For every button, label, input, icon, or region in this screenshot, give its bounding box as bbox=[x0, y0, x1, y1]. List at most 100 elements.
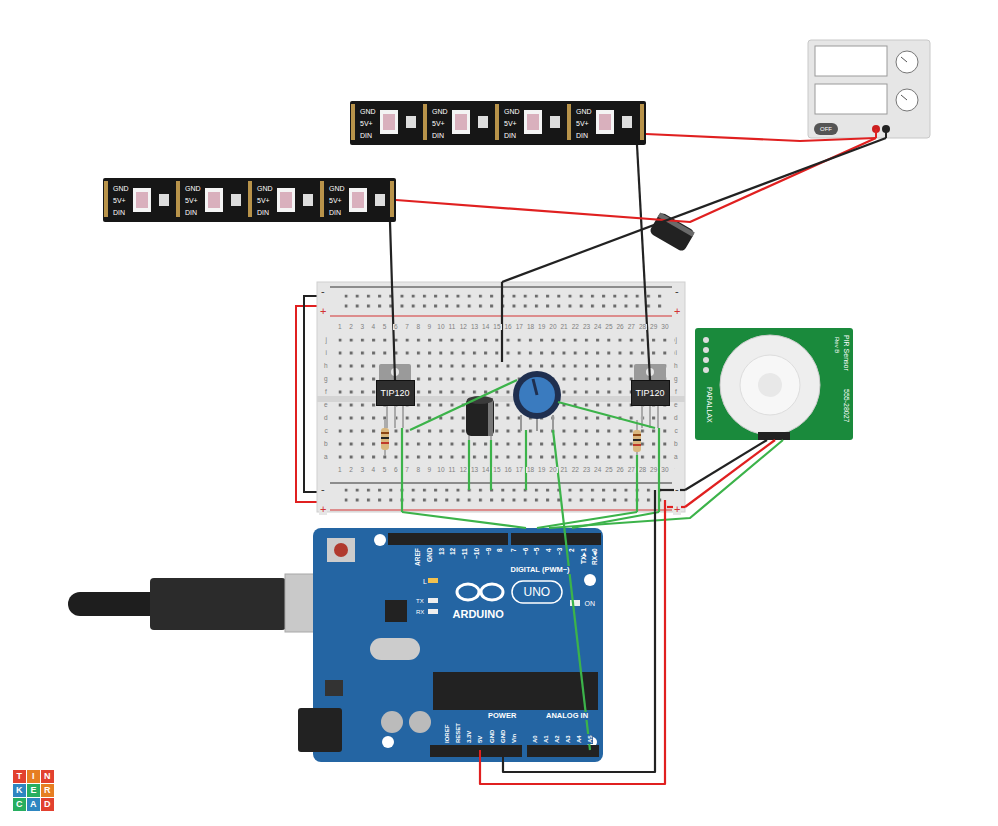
led-strip-art bbox=[351, 104, 355, 140]
logo-letter: D bbox=[44, 800, 51, 809]
breadboard-parts bbox=[533, 379, 537, 395]
pir-sensor-art bbox=[740, 355, 800, 415]
row-letter: j bbox=[675, 337, 678, 344]
pin-label: GND bbox=[359, 108, 377, 115]
pin-label: 5V+ bbox=[328, 197, 343, 204]
breadboard-wires bbox=[468, 440, 470, 490]
logo-letter: I bbox=[32, 772, 35, 781]
pir-sensor-art bbox=[695, 328, 853, 440]
led-strip-art bbox=[599, 114, 611, 130]
power-supply-art bbox=[808, 40, 930, 138]
column-number: 28 bbox=[638, 467, 647, 474]
column-number: 26 bbox=[616, 467, 625, 474]
pin-label: ~5 bbox=[534, 547, 541, 556]
pin-label: 5V+ bbox=[184, 197, 199, 204]
breadboard-art bbox=[339, 339, 675, 404]
model-label: UNO bbox=[523, 586, 552, 598]
led-strip-art bbox=[248, 181, 252, 217]
pin-label: GND bbox=[184, 185, 202, 192]
row-letter: i bbox=[675, 350, 678, 357]
arduino-art bbox=[428, 609, 438, 614]
power-supply-art bbox=[885, 129, 887, 138]
wire bbox=[572, 512, 659, 528]
led-strip-art bbox=[390, 181, 394, 217]
wire bbox=[685, 440, 775, 507]
tinkercad-logo bbox=[41, 770, 54, 783]
breadboard-parts bbox=[519, 377, 555, 413]
breadboard-art bbox=[330, 510, 672, 511]
led-strip-art bbox=[103, 178, 396, 222]
arduino-art bbox=[430, 745, 522, 757]
led-strip-art bbox=[320, 181, 324, 217]
column-number: 8 bbox=[415, 467, 421, 474]
pin-label: ~6 bbox=[523, 547, 530, 556]
column-number: 30 bbox=[660, 467, 669, 474]
column-number: 2 bbox=[348, 467, 354, 474]
breadboard-art bbox=[330, 483, 672, 484]
breadboard-parts bbox=[488, 398, 493, 436]
arduino-art bbox=[374, 534, 386, 546]
column-number: 5 bbox=[382, 467, 388, 474]
arduino-art bbox=[428, 578, 438, 583]
arduino-art bbox=[381, 711, 403, 733]
breadboard-wires bbox=[525, 430, 527, 490]
row-letter: c bbox=[324, 428, 329, 435]
arduino-art bbox=[325, 680, 343, 696]
column-number: 9 bbox=[427, 324, 433, 331]
row-letter: a bbox=[673, 454, 679, 461]
breadboard-wires bbox=[402, 282, 685, 512]
pin-label: ~9 bbox=[486, 547, 493, 556]
logo-letter: R bbox=[44, 786, 51, 795]
board-label: PIR Sensor bbox=[843, 334, 850, 372]
breadboard-parts bbox=[379, 364, 666, 456]
rail-sign: - bbox=[320, 286, 326, 297]
wire bbox=[396, 138, 876, 222]
breadboard-art bbox=[345, 489, 669, 505]
arduino-art bbox=[298, 708, 342, 752]
section-label: ANALOG IN bbox=[545, 712, 589, 720]
breadboard-parts bbox=[386, 406, 388, 428]
arduino-art bbox=[481, 584, 503, 600]
led-strip-art bbox=[352, 192, 364, 208]
breadboard-parts bbox=[381, 432, 389, 434]
row-letter: d bbox=[323, 415, 329, 422]
arduino-art bbox=[511, 533, 601, 545]
pin-label: DIN bbox=[359, 132, 373, 139]
column-number: 15 bbox=[492, 324, 501, 331]
board-label: 555-28027 bbox=[843, 388, 850, 423]
column-number: 15 bbox=[492, 467, 501, 474]
breadboard-parts bbox=[513, 371, 561, 419]
column-number: 25 bbox=[604, 324, 613, 331]
arduino-art bbox=[385, 600, 407, 622]
led-strip-art bbox=[622, 116, 632, 128]
breadboard-parts bbox=[520, 415, 522, 431]
breadboard-parts bbox=[552, 415, 554, 431]
column-number: 17 bbox=[515, 324, 524, 331]
transistor: TIP120 bbox=[631, 380, 670, 406]
pir-sensor-art bbox=[758, 373, 782, 397]
pin-label: GND bbox=[489, 729, 495, 744]
column-number: 6 bbox=[393, 467, 399, 474]
led-label: RX bbox=[415, 609, 425, 615]
column-number: 7 bbox=[404, 467, 410, 474]
pin-label: ~10 bbox=[474, 547, 481, 560]
part-number: TIP120 bbox=[380, 389, 411, 398]
row-letter: b bbox=[673, 441, 679, 448]
led-strip-art bbox=[596, 110, 614, 134]
led-strip-art bbox=[277, 188, 295, 212]
breadboard-wires bbox=[664, 500, 666, 512]
pin-label: DIN bbox=[503, 132, 517, 139]
column-number: 6 bbox=[393, 324, 399, 331]
pin-label: 7 bbox=[511, 547, 518, 553]
logo-letter: A bbox=[30, 800, 37, 809]
led-strip-art bbox=[159, 194, 169, 206]
pin-label: GND bbox=[427, 547, 434, 563]
breadboard-wires bbox=[501, 282, 503, 362]
led-strip-art bbox=[280, 192, 292, 208]
power-supply-art bbox=[875, 129, 877, 138]
led-strip-art bbox=[495, 104, 499, 140]
breadboard-parts bbox=[633, 439, 641, 441]
breadboard-parts bbox=[536, 418, 538, 431]
